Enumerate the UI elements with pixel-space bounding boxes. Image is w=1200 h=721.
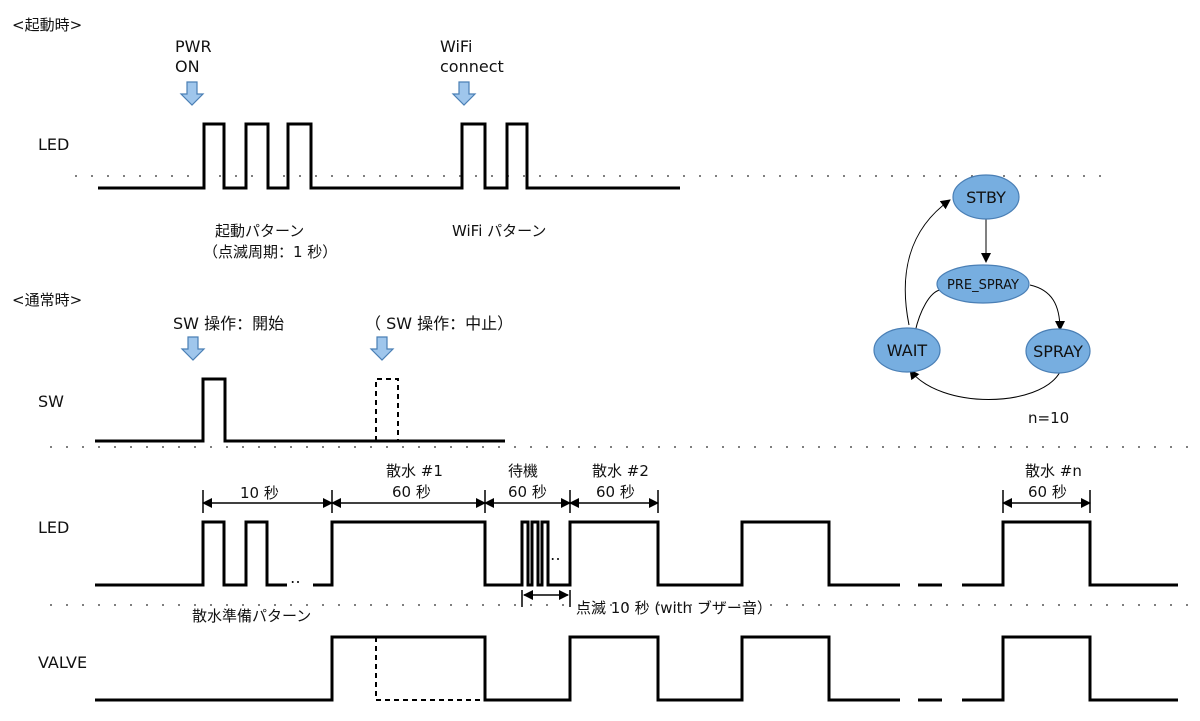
valve-stop-dashed	[375, 637, 485, 701]
normal-led-waveform-main	[313, 520, 900, 587]
prespray-to-spray-edge	[1029, 284, 1065, 331]
startup-led-label: LED	[38, 135, 69, 154]
wifi-pattern-label: WiFi パターン	[452, 222, 546, 240]
spray2-time: 60 秒	[596, 483, 635, 501]
blink-ellipsis: ‥	[550, 545, 561, 564]
prep-ellipsis: ‥	[290, 568, 301, 587]
wait-time: 60 秒	[508, 483, 547, 501]
sprayn-time: 60 秒	[1028, 483, 1067, 501]
sw-signal-label: SW	[38, 392, 64, 411]
spray2-title: 散水 #2	[592, 462, 649, 480]
sw-start-label: SW 操作：開始	[173, 314, 284, 333]
state-prespray-label: PRE_SPRAY	[947, 278, 1019, 293]
wifi-connect-label-line2: connect	[440, 57, 504, 76]
spray-to-wait-edge	[909, 369, 1061, 400]
sw-start-arrow-icon	[180, 336, 206, 361]
state-stby-node	[952, 174, 1020, 220]
sw-waveform	[95, 377, 505, 443]
startup-led-waveform	[98, 122, 680, 190]
wifi-connect-label-line1: WiFi	[440, 37, 472, 56]
wait-title: 待機	[508, 462, 538, 480]
sw-stop-arrow-icon	[369, 336, 395, 361]
state-spray-node	[1025, 328, 1091, 374]
boot-pattern-label: 起動パターン	[215, 222, 304, 240]
state-spray-label: SPRAY	[1033, 342, 1083, 361]
startup-section-title: <起動時>	[12, 16, 82, 34]
state-prespray-node	[936, 264, 1030, 304]
loop-count-note: n=10	[1028, 409, 1069, 427]
normal-led-waveform-n	[962, 520, 1178, 587]
sw-stop-label: （ SW 操作：中止）	[365, 314, 513, 333]
pwr-on-label-line2: ON	[175, 57, 200, 76]
pwr-on-label-line1: PWR	[175, 37, 212, 56]
wait-to-stby-edge	[904, 199, 951, 326]
boot-pattern-period: （点滅周期：1 秒）	[203, 243, 337, 261]
valve-label: VALVE	[38, 653, 87, 672]
spray-prep-pattern-label: 散水準備パターン	[192, 607, 311, 625]
spray1-title: 散水 #1	[386, 462, 443, 480]
sprayn-title: 散水 #n	[1025, 462, 1082, 480]
normal-led-waveform-prep	[95, 520, 287, 587]
wifi-connect-arrow-icon	[451, 81, 477, 106]
sw-stop-dashed-pulse	[375, 378, 399, 441]
state-stby-label: STBY	[966, 188, 1006, 207]
valve-waveform-n	[962, 635, 1178, 702]
wait-prespray-edge	[914, 289, 941, 333]
prep-duration-label: 10 秒	[240, 484, 279, 502]
normal-section-title: <通常時>	[12, 291, 82, 309]
state-wait-node	[873, 327, 941, 373]
pwr-on-arrow-icon	[179, 81, 205, 106]
blink-note: 点滅 10 秒 (with ブザー音）	[576, 599, 772, 617]
state-wait-label: WAIT	[887, 341, 928, 360]
valve-waveform-main	[95, 635, 900, 702]
normal-led-label: LED	[38, 518, 69, 537]
spray1-time: 60 秒	[392, 483, 431, 501]
state-machine: STBY PRE_SPRAY SPRAY WAIT n=10	[873, 174, 1091, 427]
